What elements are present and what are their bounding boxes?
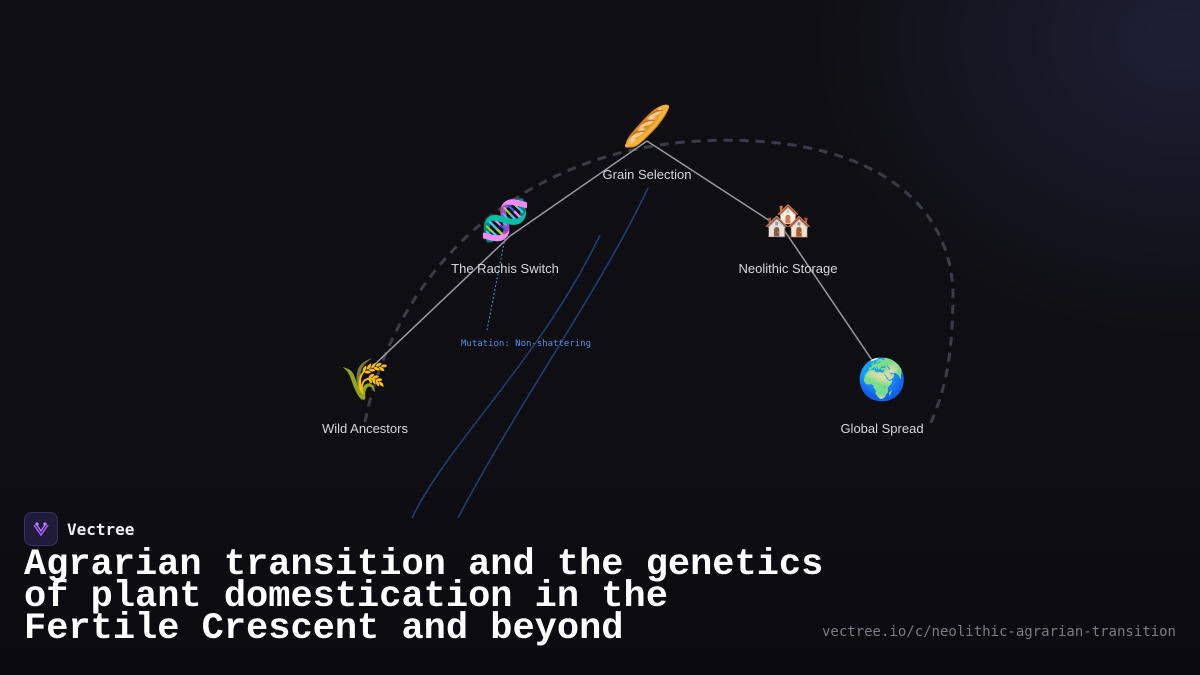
edge-group xyxy=(371,140,877,368)
annotation-mutation: Mutation: Non-shattering xyxy=(460,339,592,349)
edge-storage-global xyxy=(783,229,877,367)
dashed-arc xyxy=(363,138,955,426)
page-title: Agrarian transition and the genetics of … xyxy=(24,544,824,650)
annotation-leader xyxy=(486,237,506,331)
edge-grain-storage xyxy=(646,140,785,231)
node-label-storage: Neolithic Storage xyxy=(738,261,838,276)
brand-name: Vectree xyxy=(67,519,135,539)
houses-icon[interactable]: 🏘️ xyxy=(763,198,813,244)
vectree-logo-icon xyxy=(24,512,58,546)
dna-icon[interactable]: 🧬 xyxy=(480,198,530,244)
node-label-rachis: The Rachis Switch xyxy=(451,261,559,276)
edge-wild-rachis xyxy=(371,235,511,368)
wheat-sheaf-icon[interactable]: 🌾 xyxy=(340,357,390,403)
accent-curve-2 xyxy=(457,187,649,519)
page-url[interactable]: vectree.io/c/neolithic-agrarian-transiti… xyxy=(821,624,1176,640)
accent-curve-1 xyxy=(411,234,601,519)
brand: Vectree xyxy=(24,512,134,546)
baguette-bread-icon[interactable]: 🥖 xyxy=(622,104,672,150)
node-label-wild: Wild Ancestors xyxy=(322,421,408,436)
edge-rachis-grain xyxy=(509,140,648,237)
node-label-grain: Grain Selection xyxy=(602,167,692,182)
globe-icon[interactable]: 🌍 xyxy=(857,357,907,403)
node-label-global: Global Spread xyxy=(840,421,924,436)
